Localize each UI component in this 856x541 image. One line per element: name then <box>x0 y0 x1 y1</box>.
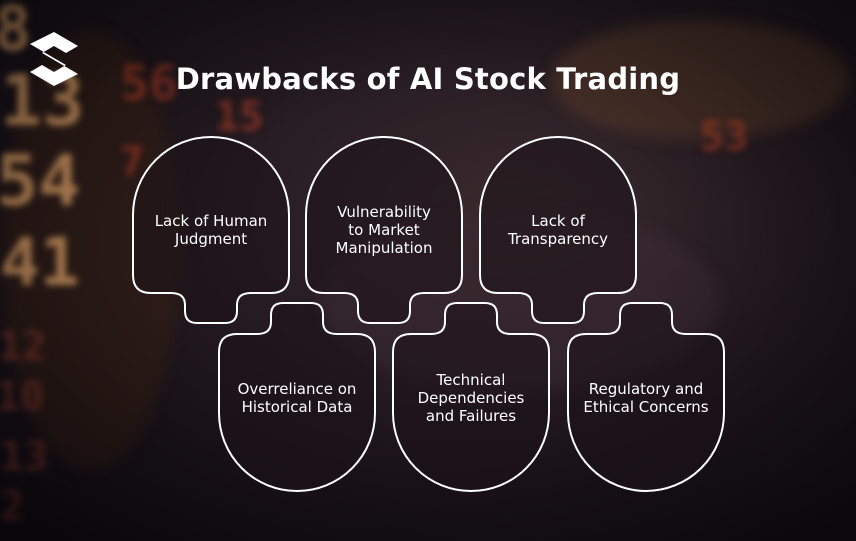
drawback-node-bottom-3 <box>567 302 725 492</box>
drawback-label-bottom-1: Overreliance on Historical Data <box>237 380 357 416</box>
drawback-label-bottom-2: Technical Dependencies and Failures <box>417 371 525 425</box>
drawback-label-bottom-3: Regulatory and Ethical Concerns <box>583 380 709 416</box>
brand-s-logo-icon <box>30 32 78 86</box>
page-title: Drawbacks of AI Stock Trading <box>175 62 681 96</box>
drawback-node-bottom-2 <box>392 302 550 492</box>
drawback-node-top-1 <box>132 136 290 324</box>
drawback-label-top-3: Lack of Transparency <box>507 212 609 248</box>
drawback-node-top-3 <box>479 136 637 324</box>
drawback-node-bottom-1 <box>218 302 376 492</box>
drawback-label-top-2: Vulnerability to Market Manipulation <box>335 203 433 257</box>
drawback-label-top-1: Lack of Human Judgment <box>154 212 268 248</box>
drawback-node-top-2 <box>305 136 463 324</box>
